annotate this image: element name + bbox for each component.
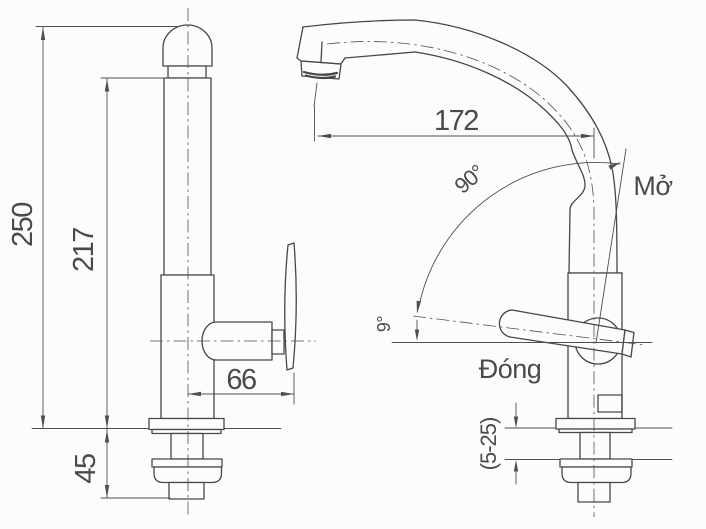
side-spout-outer-curve xyxy=(302,19,618,274)
dim-45-arrow-bottom xyxy=(104,485,110,498)
side-spout-head-edge xyxy=(296,26,304,59)
dim-66-label: 66 xyxy=(226,364,256,396)
dim-66-arrow-left xyxy=(188,391,201,397)
arc-arrow-top xyxy=(608,162,621,170)
label-close: Đóng xyxy=(479,354,542,384)
arc-arrow-bottom xyxy=(416,300,421,314)
dim-9deg-label: 9° xyxy=(374,316,394,333)
front-handle-neck xyxy=(271,329,285,355)
dim-250-label: 250 xyxy=(7,203,39,247)
front-locknut-top xyxy=(151,458,223,468)
side-aerator xyxy=(302,70,339,80)
dimension-annotations: 250 217 45 66 172 xyxy=(7,26,673,499)
dim-172-label: 172 xyxy=(434,105,478,137)
front-base-flange xyxy=(148,417,225,431)
front-view xyxy=(31,24,297,500)
side-locknut-top xyxy=(559,458,633,468)
dim-deck-thickness-label: (5-25) xyxy=(476,418,501,471)
dim-172-extension-left xyxy=(313,82,318,142)
handle-open-position-line xyxy=(595,148,627,344)
front-locknut-cup xyxy=(153,466,223,484)
dim-45-arrow-top xyxy=(104,429,110,443)
side-spout-head-face xyxy=(320,41,323,63)
side-body-detail xyxy=(597,394,623,413)
front-body-upper xyxy=(163,77,212,276)
dim-250-arrow-bottom xyxy=(40,415,46,429)
dim-9deg-arrow xyxy=(414,329,420,341)
centerlines xyxy=(150,8,646,517)
dim-deck-arrow-top xyxy=(513,416,519,428)
side-spout-centerline xyxy=(326,41,595,517)
dim-172-arrow-left xyxy=(318,133,331,139)
label-open: Mở xyxy=(633,171,672,201)
front-handle-blade xyxy=(284,242,297,371)
dim-172-arrow-right xyxy=(581,133,594,139)
dim-217-arrow-bottom xyxy=(104,415,110,429)
dim-deck-arrow-bottom xyxy=(513,460,519,472)
side-locknut-cup xyxy=(561,466,632,484)
dim-66-arrow-right xyxy=(281,391,294,397)
front-handle-arm xyxy=(201,321,273,361)
front-shank-end xyxy=(168,481,205,500)
front-shank xyxy=(170,432,204,460)
dim-45-label: 45 xyxy=(70,454,102,484)
handle-swing-arc xyxy=(418,161,621,307)
side-base-flange xyxy=(555,417,636,430)
side-nozzle-body xyxy=(300,60,342,80)
dim-90deg-label: 90° xyxy=(450,160,489,199)
side-spout-inner-curve xyxy=(344,51,586,274)
side-handle-cap xyxy=(621,329,635,358)
dim-217-label: 217 xyxy=(68,228,100,272)
side-handle-axis-closed xyxy=(412,315,646,346)
dim-250-arrow-top xyxy=(40,27,46,40)
dim-217-arrow-top xyxy=(104,78,110,92)
side-shank xyxy=(579,431,611,460)
front-collar-band xyxy=(167,65,207,79)
front-cap-dome xyxy=(162,24,213,67)
